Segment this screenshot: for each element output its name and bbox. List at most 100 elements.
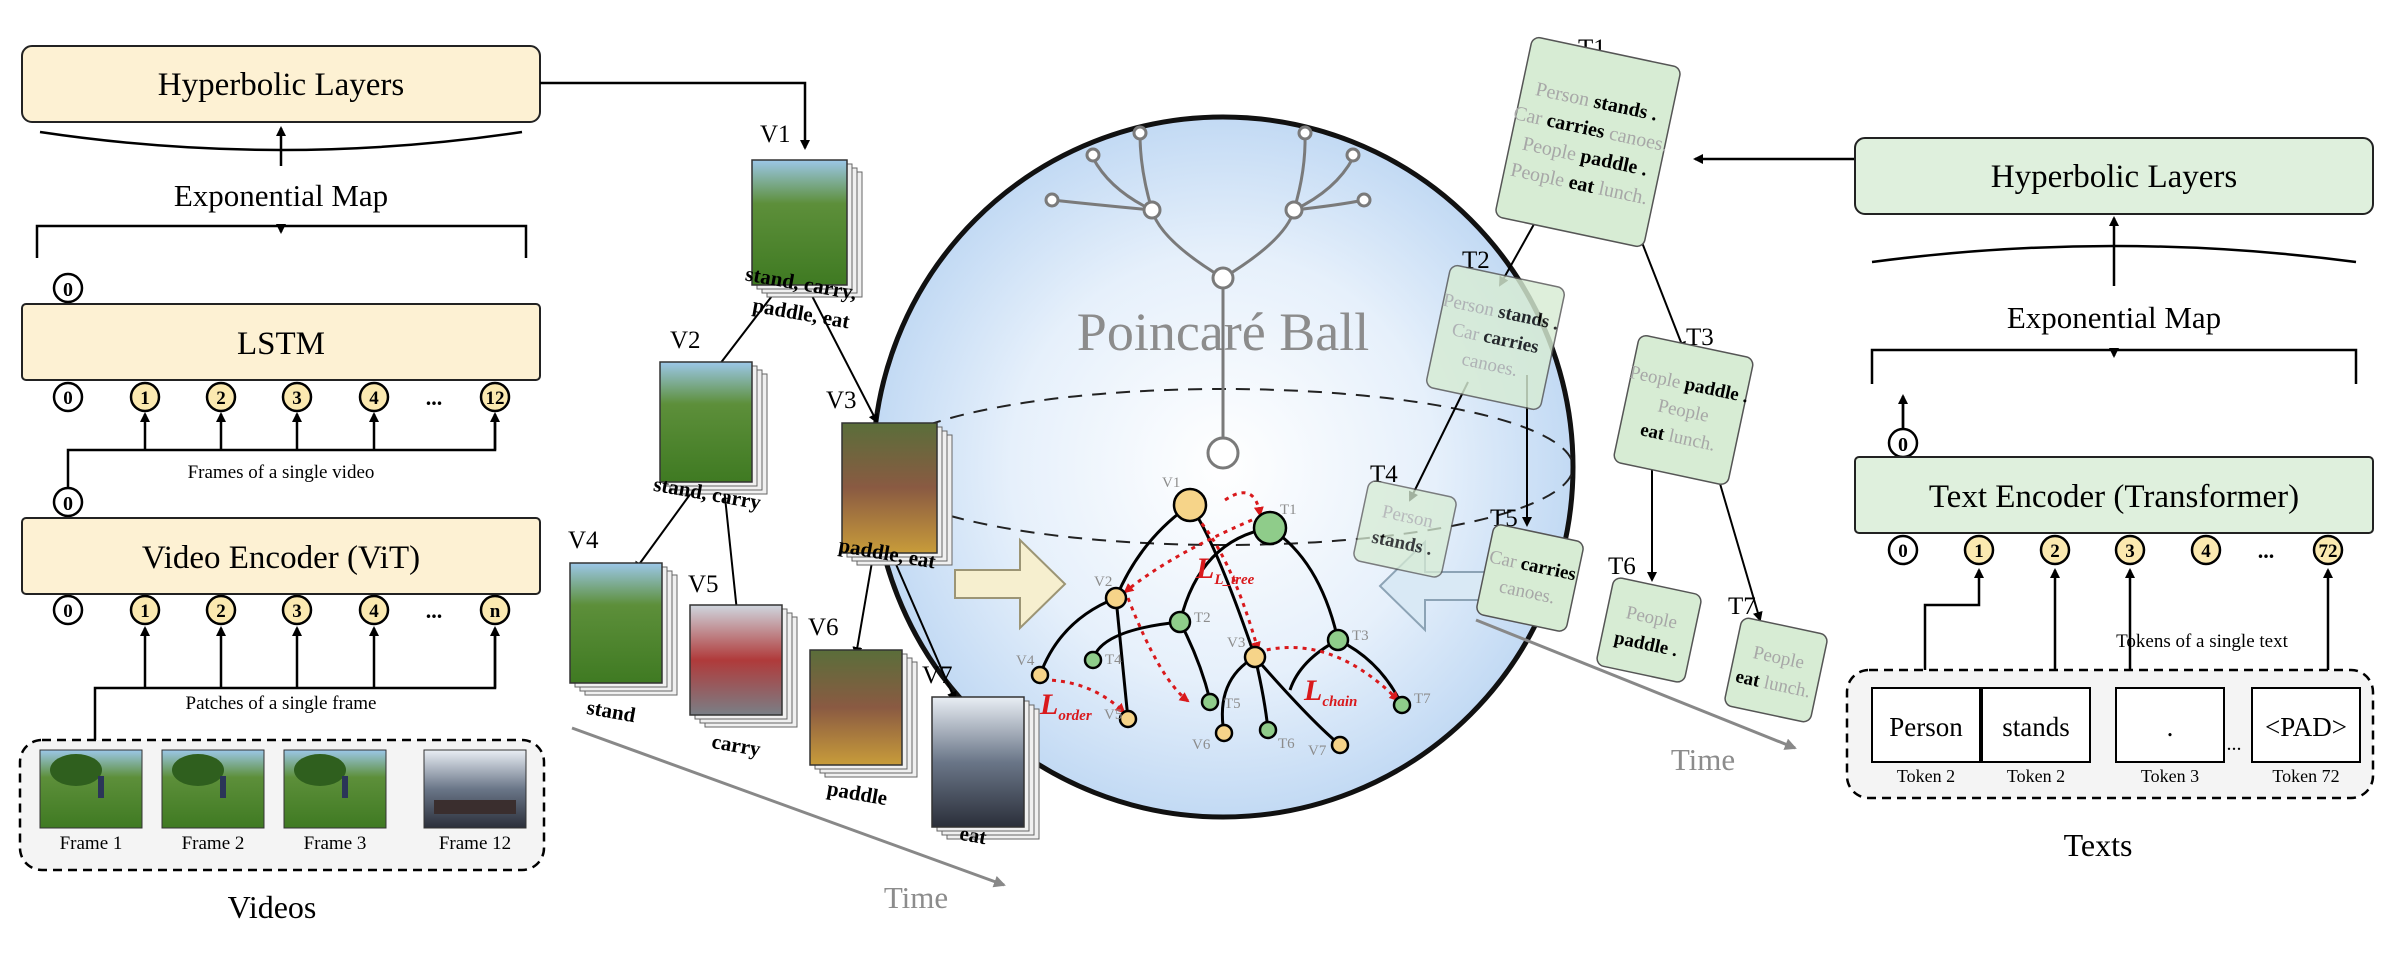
video-encoder-input-token-n-label: n bbox=[490, 601, 501, 622]
texts-group-label: Texts bbox=[2064, 827, 2133, 863]
text-node-box bbox=[1596, 577, 1702, 683]
video-encoder-input-token-ellipsis: ... bbox=[426, 598, 443, 623]
ball-node-t2 bbox=[1168, 610, 1192, 634]
frame-label: Frame 12 bbox=[439, 833, 511, 854]
ball-node-t5 bbox=[1200, 692, 1220, 712]
video-encoder-input-token-1-label: 1 bbox=[140, 601, 150, 622]
text-encoder-input-token-0 bbox=[1887, 534, 1919, 566]
ball-node-label: T7 bbox=[1414, 691, 1431, 707]
text-time-label: Time bbox=[1671, 742, 1735, 777]
ball-node-label: T5 bbox=[1224, 696, 1241, 712]
video-node-id: V1 bbox=[760, 121, 791, 148]
text-exponential-map-label: Exponential Map bbox=[2007, 300, 2221, 335]
text-encoder-input-token-3 bbox=[2114, 534, 2146, 566]
text-node-box bbox=[1476, 524, 1584, 632]
tree-shape bbox=[50, 754, 102, 786]
tree-shape bbox=[294, 754, 346, 786]
text-hyperbolic-layers-box bbox=[1854, 137, 2374, 215]
lstm-box bbox=[21, 303, 541, 381]
token-box bbox=[1871, 687, 1981, 763]
ball-node-t4 bbox=[1083, 650, 1103, 670]
video-encoder-input-token-0 bbox=[52, 594, 84, 626]
text-encoder-input-token-4-label: 4 bbox=[2201, 541, 2211, 562]
ball-node-v3 bbox=[1243, 645, 1267, 669]
ball-node-v2 bbox=[1104, 586, 1128, 610]
ball-node-label: V6 bbox=[1192, 737, 1211, 753]
ball-node-label: V3 bbox=[1227, 635, 1245, 651]
text-node-line: paddle . bbox=[1612, 627, 1679, 661]
frame-thumbnail bbox=[423, 749, 527, 829]
svg-text:0: 0 bbox=[63, 493, 73, 515]
lstm-input-token-0-label: 0 bbox=[63, 388, 73, 409]
video-clip-thumbnail bbox=[569, 562, 663, 684]
text-encoder-input-token-1 bbox=[1963, 534, 1995, 566]
text-encoder-input-token-72 bbox=[2312, 534, 2344, 566]
video-clip-thumbnail bbox=[659, 361, 753, 483]
person-shape bbox=[342, 776, 348, 798]
ball-node-label: V5 bbox=[1104, 707, 1122, 723]
lstm-input-token-4-label: 4 bbox=[369, 388, 379, 409]
video-clip-thumbnail bbox=[809, 649, 903, 766]
video-node-caption: carry bbox=[710, 729, 763, 761]
videos-group-label: Videos bbox=[228, 889, 317, 925]
token-ellipsis: ... bbox=[2227, 733, 2242, 755]
video-node-caption: stand bbox=[585, 695, 638, 727]
token-label: Token 2 bbox=[1897, 766, 1955, 786]
lstm-input-token-2 bbox=[205, 381, 237, 413]
video-encoder-input-token-2-label: 2 bbox=[216, 601, 226, 622]
person-shape bbox=[220, 776, 226, 798]
lstm-input-token-12 bbox=[479, 381, 511, 413]
video-to-ball-arrow bbox=[954, 537, 1067, 631]
text-encoder-input-token-1-label: 1 bbox=[1974, 541, 1984, 562]
video-node-id: V5 bbox=[688, 571, 719, 598]
video-encoder-input-token-3-label: 3 bbox=[292, 601, 302, 622]
ball-node-label: V7 bbox=[1308, 743, 1327, 759]
ball-node-v7 bbox=[1330, 735, 1350, 755]
lstm-input-token-0 bbox=[52, 381, 84, 413]
video-encoder-input-token-2 bbox=[205, 594, 237, 626]
token-word: Person bbox=[1889, 712, 1963, 742]
ball-node-label: V1 bbox=[1162, 475, 1180, 491]
frame-label: Frame 2 bbox=[182, 833, 245, 854]
svg-text:0: 0 bbox=[63, 279, 73, 301]
text-node-box bbox=[1724, 617, 1828, 723]
table-shape bbox=[434, 800, 516, 814]
token-word: <PAD> bbox=[2265, 712, 2347, 742]
video-time-label: Time bbox=[884, 880, 948, 915]
video-node-id: V7 bbox=[922, 662, 953, 689]
video-clip-thumbnail bbox=[689, 604, 783, 716]
text-encoder-feed-arrow bbox=[1923, 568, 1984, 672]
token-word: stands bbox=[2002, 712, 2070, 742]
text-encoder-input-token-4 bbox=[2190, 534, 2222, 566]
videos-frame-group bbox=[18, 738, 546, 872]
video-clip-thumbnail bbox=[751, 159, 848, 286]
text-encoder-label: Text Encoder (Transformer) bbox=[1929, 479, 2299, 515]
frame-label: Frame 1 bbox=[60, 833, 123, 854]
token-label: Token 3 bbox=[2141, 766, 2199, 786]
ball-node-t1 bbox=[1252, 510, 1288, 546]
text-hierarchy: T1Person stands .Car carries canoes.Peop… bbox=[1353, 35, 1828, 777]
video-node-id: V6 bbox=[808, 614, 839, 641]
video-encoder-input-token-4 bbox=[358, 594, 390, 626]
text-encoder-input-token-72-label: 72 bbox=[2319, 541, 2338, 562]
video-encoder-input-token-3 bbox=[281, 594, 313, 626]
ball-node-v5 bbox=[1118, 709, 1138, 729]
video-encoder-label: Video Encoder (ViT) bbox=[142, 540, 420, 576]
video-encoder-input-token-1 bbox=[129, 594, 161, 626]
text-encoder-input-token-2 bbox=[2039, 534, 2071, 566]
